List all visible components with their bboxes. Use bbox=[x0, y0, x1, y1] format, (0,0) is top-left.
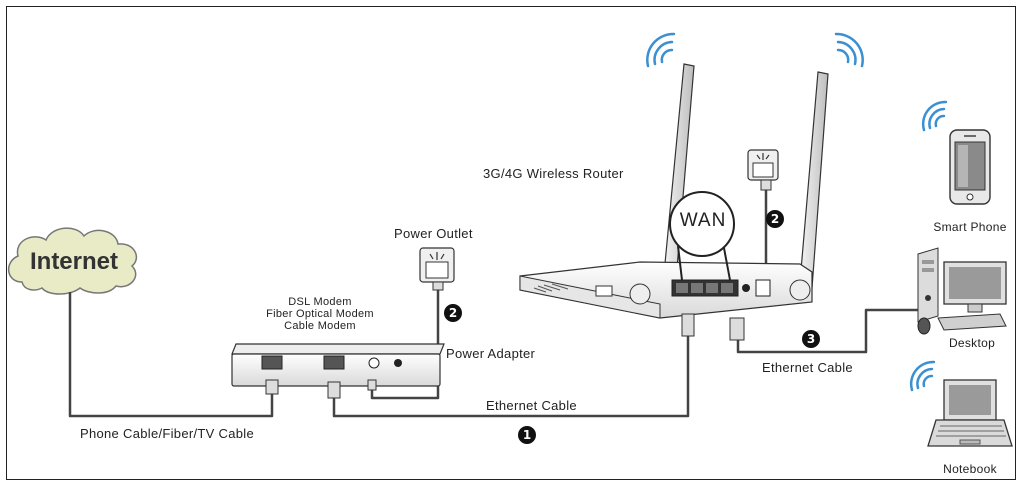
smart-phone-label: Smart Phone bbox=[933, 220, 1007, 234]
power-outlet-modem bbox=[419, 247, 455, 291]
ethernet-cable-label-3: Ethernet Cable bbox=[762, 360, 853, 375]
ethernet-cable-1 bbox=[332, 336, 690, 418]
notebook-label: Notebook bbox=[943, 462, 997, 476]
ethernet-cable-label-1: Ethernet Cable bbox=[486, 398, 577, 413]
internet-label: Internet bbox=[29, 248, 118, 275]
diagram-frame bbox=[6, 6, 1016, 480]
router-device bbox=[519, 63, 829, 341]
power-cable-modem bbox=[370, 288, 440, 400]
power-outlet-router bbox=[747, 149, 779, 191]
desktop-label: Desktop bbox=[948, 336, 996, 350]
step-1-marker: 1 bbox=[518, 426, 536, 444]
notebook-device bbox=[927, 379, 1013, 447]
wifi-icon-phone bbox=[921, 100, 948, 132]
wifi-icon-notebook bbox=[909, 360, 936, 392]
modem-label-line1: DSL Modem bbox=[288, 296, 352, 308]
ethernet-cable-3 bbox=[736, 308, 920, 354]
modem-label-line2: Fiber Optical Modem bbox=[266, 308, 374, 320]
wan-callout bbox=[669, 191, 735, 281]
phone-cable-label: Phone Cable/Fiber/TV Cable bbox=[80, 426, 255, 441]
wan-label: WAN bbox=[679, 210, 727, 231]
step-3-marker: 3 bbox=[802, 330, 820, 348]
wifi-icon-router-right bbox=[834, 32, 864, 68]
modem-device bbox=[231, 343, 445, 399]
modem-label-line3: Cable Modem bbox=[284, 320, 356, 332]
power-adapter-label: Power Adapter bbox=[446, 346, 536, 361]
smart-phone-device bbox=[949, 129, 991, 205]
router-label: 3G/4G Wireless Router bbox=[483, 166, 624, 181]
power-outlet-label: Power Outlet bbox=[394, 226, 473, 241]
wifi-icon-router-left bbox=[646, 32, 676, 68]
internet-cloud bbox=[8, 227, 138, 295]
phone-cable bbox=[68, 292, 274, 418]
step-2-marker-modem: 2 bbox=[444, 304, 462, 322]
desktop-device bbox=[917, 247, 1007, 335]
step-2-marker-router: 2 bbox=[766, 210, 784, 228]
